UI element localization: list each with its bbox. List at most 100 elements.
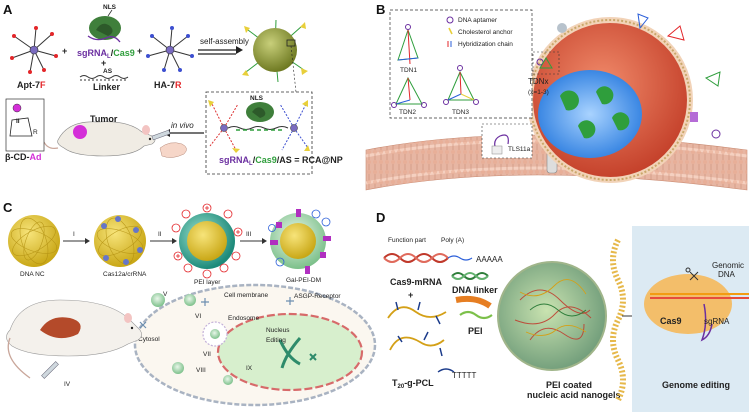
- mixing-arrow: [455, 295, 492, 309]
- panel-b: B: [365, 2, 748, 191]
- apt7f-label: Apt-7F: [17, 80, 46, 90]
- rca-np-zoom-box: NLS: [205, 91, 313, 175]
- dna-linker-label: DNA linker: [452, 285, 498, 295]
- iv-label: IV: [64, 381, 71, 388]
- t20-g-pcl-label: T20-g-PCL: [392, 378, 434, 390]
- beta-cd-ad-label: β-CD-Ad: [5, 152, 42, 162]
- ha7r-molecule: [146, 26, 194, 72]
- rca-np-formula: sgRNAL/Cas9/AS = RCA@NP: [219, 155, 343, 167]
- asgp-receptor-label: ASGP-Receptor: [294, 293, 341, 300]
- in-vivo-label: in vivo: [171, 121, 194, 130]
- dna-nc-label: DNA NC: [20, 271, 45, 278]
- step-v-label: V: [163, 291, 168, 298]
- function-part-label: Function part: [388, 237, 426, 244]
- legend-dna-aptamer: DNA aptamer: [458, 17, 498, 24]
- legend-hybridization-chain: Hybridization chain: [458, 41, 513, 48]
- nls-label-2: NLS: [250, 95, 264, 102]
- beta-cd-ad-box: II R: [5, 98, 45, 152]
- panel-b-letter: B: [376, 2, 385, 17]
- liver-mouse: [6, 299, 142, 379]
- tls11a-label: TLS11a: [508, 146, 531, 153]
- cas12a-loaded-ball: [94, 215, 146, 267]
- dna-linker-helix: [451, 272, 489, 280]
- tumor-label: Tumor: [90, 114, 118, 124]
- polya-label: Poly (A): [441, 237, 464, 244]
- tdn1-diagram: [397, 24, 419, 65]
- tdn1-label: TDN1: [400, 67, 417, 74]
- tumor-mouse: [43, 121, 156, 157]
- tttt-label: TTTTT: [452, 371, 477, 380]
- tdnx-label: TDNx: [528, 77, 548, 86]
- tdn3-diagram: [443, 65, 479, 105]
- tdnx-box: [532, 51, 560, 75]
- pei-strand: [459, 310, 493, 320]
- dna-nc-ball: [8, 215, 60, 267]
- aaaaa-label: AAAAA: [476, 255, 503, 264]
- panel-d: D Function part Poly (A) AAAAA Cas9-mRNA…: [376, 210, 749, 412]
- pei-layer-label: PEI layer: [194, 279, 221, 286]
- tdnx-sub-label: (x=1-3): [528, 89, 549, 96]
- plus-sign-d: +: [408, 290, 413, 300]
- cell-membrane-label: Cell membrane: [224, 292, 268, 299]
- pei-layer-ball: [171, 203, 243, 279]
- as-label: AS: [103, 68, 113, 75]
- step-iii-label: III: [246, 231, 252, 238]
- self-assembly-arrow: [198, 46, 243, 55]
- step-vii-label: VII: [203, 351, 211, 358]
- panel-c-letter: C: [3, 200, 13, 215]
- sgrna-cas9-complex: NLS: [87, 4, 121, 43]
- tdn3-label: TDN3: [452, 109, 469, 116]
- syringe-hand: [151, 129, 187, 158]
- tls11a-box: [481, 123, 533, 159]
- editing-label: Editing: [266, 337, 286, 344]
- sgrna-cas9-label: sgRNAL/Cas9: [77, 48, 135, 60]
- plus-sign-3: +: [137, 46, 142, 56]
- plus-sign: +: [62, 46, 67, 56]
- tdn-legend-box: DNA aptamer Cholesterol anchor Hybridiza…: [389, 9, 533, 119]
- rca-np-particle: [242, 19, 308, 93]
- genome-editing-label: Genome editing: [662, 380, 730, 390]
- hepatocyte-cell: [133, 283, 377, 407]
- sgrna-label-d: sgRNA: [704, 317, 730, 326]
- cytosol-label: Cytosol: [138, 336, 160, 343]
- step-ix-label: IX: [246, 365, 253, 372]
- legend-cholesterol-anchor: Cholesterol anchor: [458, 29, 513, 36]
- cell-membrane-wave: [610, 238, 626, 402]
- nls-label: NLS: [103, 4, 117, 11]
- ha7r-label: HA-7R: [154, 80, 182, 90]
- cas9-mrna-helix: [383, 253, 473, 263]
- step-i-label: I: [73, 231, 75, 238]
- cas9-mrna-label: Cas9-mRNA: [390, 277, 443, 287]
- nucleus-label: Nucleus: [266, 327, 290, 334]
- panel-c: C DNA NC I Cas12a/crRNA I: [3, 200, 377, 407]
- apt7f-molecule: [10, 26, 58, 74]
- linker-label: Linker: [93, 82, 121, 92]
- cas12a-label: Cas12a/crRNA: [103, 271, 147, 278]
- pei-label: PEI: [468, 326, 483, 336]
- step-viii-label: VIII: [196, 367, 206, 374]
- t-strand: [437, 368, 455, 373]
- panel-d-letter: D: [376, 210, 385, 225]
- tdn2-diagram: [391, 76, 427, 108]
- roman-ii-label: II: [16, 118, 20, 125]
- plus-sign-2: +: [101, 58, 106, 68]
- panel-a-letter: A: [3, 2, 13, 17]
- self-assembly-label: self-assembly: [200, 37, 249, 46]
- panel-a: A Apt-7F + NLS sgRNAL/Cas9 +: [3, 2, 343, 175]
- cancer-cell: [527, 13, 721, 183]
- endosome-label: Endosome: [228, 315, 259, 322]
- gal-pei-dm-label: Gal-PEI-DM: [286, 277, 321, 284]
- linker-strand: [79, 75, 129, 81]
- step-vi-label: VI: [195, 313, 201, 320]
- r-label: R: [33, 129, 38, 136]
- genome-editing-scene: [632, 226, 749, 412]
- cas9-label-d: Cas9: [660, 316, 682, 326]
- t20-g-pcl-polymer: [387, 301, 447, 357]
- gal-pei-dm-ball: [268, 209, 331, 274]
- step-ii-label: II: [158, 231, 162, 238]
- pei-coated-nanogel: [497, 261, 607, 371]
- tdn2-label: TDN2: [399, 109, 416, 116]
